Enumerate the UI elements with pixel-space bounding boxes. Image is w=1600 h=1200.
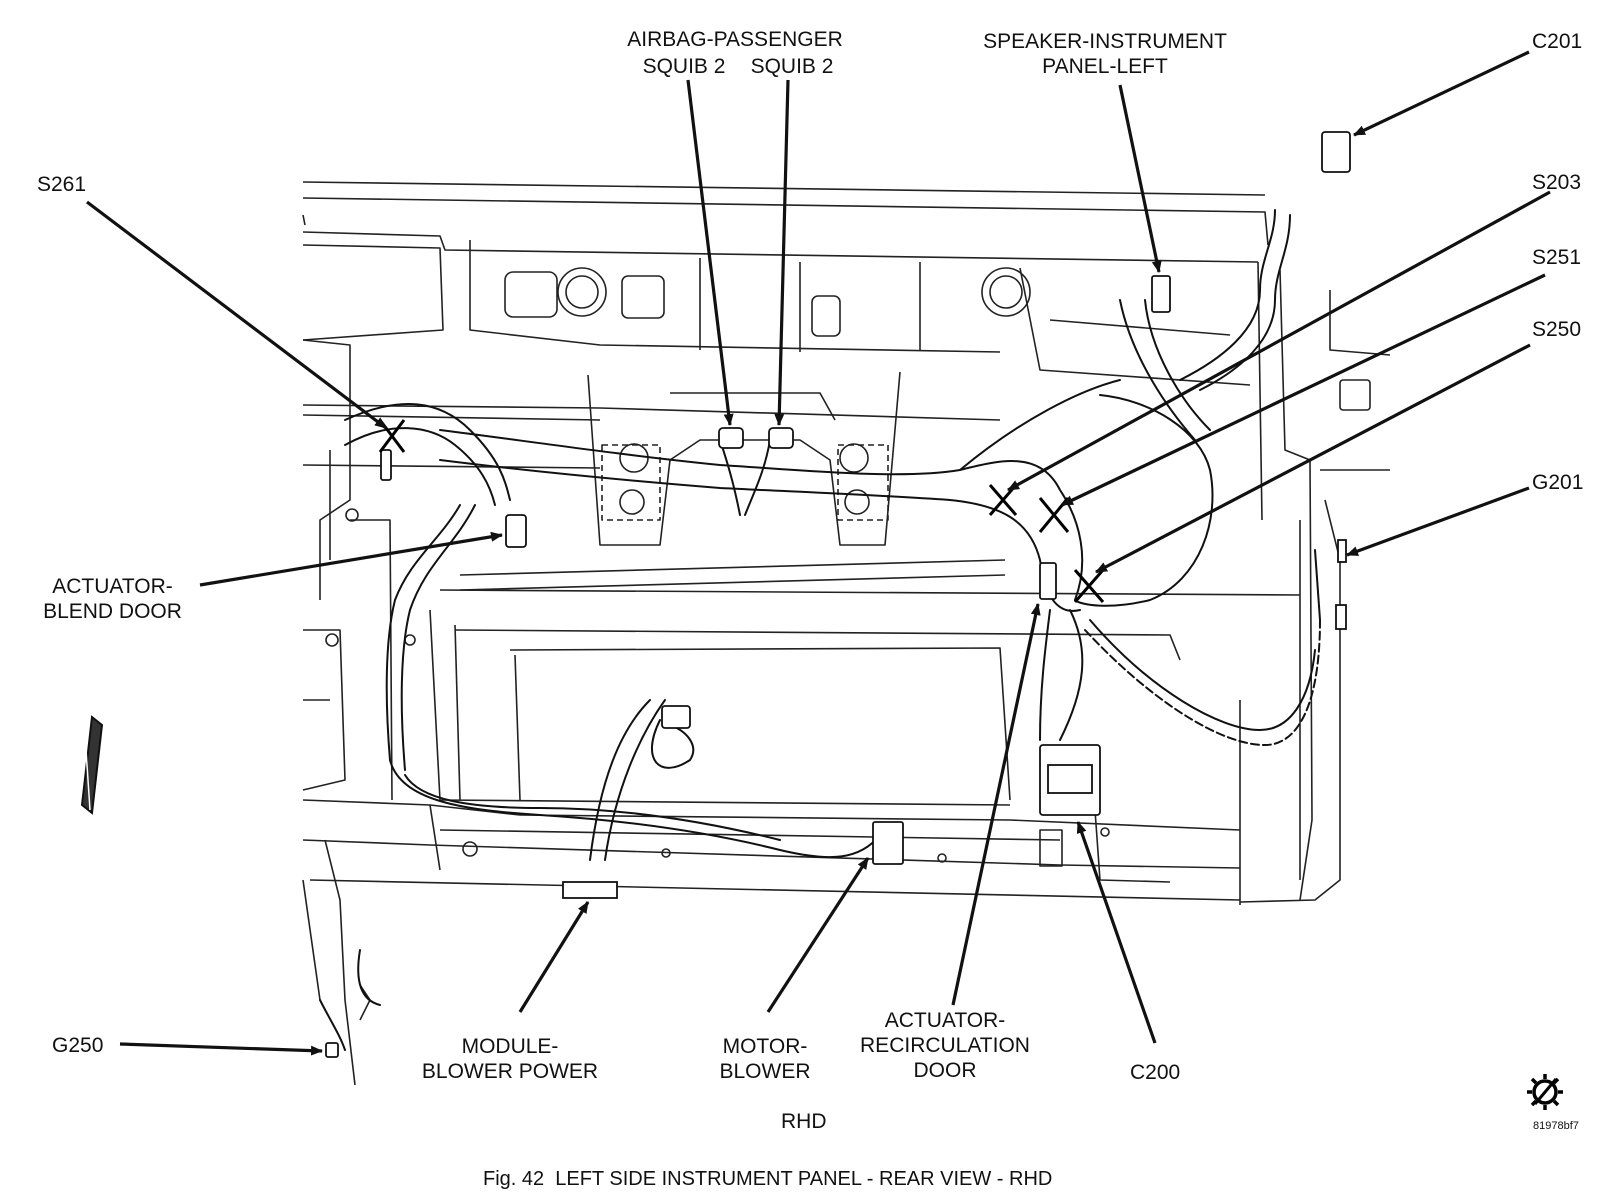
label-squib2-left: SQUIB 2 bbox=[642, 55, 726, 78]
label-actuator-blend-door: ACTUATOR- BLEND DOOR bbox=[43, 575, 182, 623]
arrow-motor-blower bbox=[766, 857, 870, 1013]
figure-caption: Fig. 42 LEFT SIDE INSTRUMENT PANEL - REA… bbox=[483, 1168, 1053, 1190]
label-g250: G250 bbox=[52, 1034, 104, 1057]
vent-piece bbox=[80, 715, 104, 815]
label-s251: S251 bbox=[1532, 246, 1582, 269]
label-speaker-instrument-panel-left: SPEAKER-INSTRUMENT PANEL-LEFT bbox=[983, 30, 1227, 78]
label-c200: C200 bbox=[1130, 1061, 1181, 1084]
arrow-squib2-right bbox=[774, 79, 790, 426]
label-module-blower-power: MODULE- BLOWER POWER bbox=[421, 1035, 599, 1083]
panel-structure bbox=[302, 181, 1391, 1086]
arrow-actuator-blend-door bbox=[199, 531, 503, 587]
leader-arrows bbox=[86, 50, 1551, 1056]
arrow-module-blower-power bbox=[518, 901, 590, 1013]
label-s250: S250 bbox=[1532, 318, 1582, 341]
gear-slash-icon bbox=[1527, 1074, 1563, 1110]
arrow-s261 bbox=[86, 200, 387, 430]
label-motor-blower: MOTOR- BLOWER bbox=[719, 1035, 811, 1083]
label-c201: C201 bbox=[1532, 30, 1583, 53]
splice-x-s250 bbox=[1073, 569, 1105, 603]
label-g201: G201 bbox=[1532, 471, 1584, 494]
arrow-speaker bbox=[1118, 84, 1162, 273]
arrow-c200 bbox=[1076, 821, 1157, 1044]
label-actuator-recirculation-door: ACTUATOR- RECIRCULATION DOOR bbox=[860, 1009, 1030, 1082]
connectors bbox=[325, 131, 1351, 1058]
label-squib2-right: SQUIB 2 bbox=[750, 55, 834, 78]
label-rhd: RHD bbox=[781, 1110, 827, 1133]
figure-id: 81978bf7 bbox=[1533, 1120, 1579, 1132]
arrow-s203 bbox=[1007, 190, 1551, 492]
wiring-harness bbox=[319, 209, 1321, 1051]
arrow-g201 bbox=[1346, 486, 1530, 557]
arrow-g250 bbox=[119, 1042, 323, 1056]
arrow-squib2-left bbox=[686, 79, 734, 426]
label-s203: S203 bbox=[1532, 171, 1582, 194]
label-airbag-passenger: AIRBAG-PASSENGER bbox=[627, 28, 843, 51]
arrow-c201 bbox=[1353, 50, 1530, 137]
arrow-s250 bbox=[1095, 343, 1531, 574]
label-s261: S261 bbox=[37, 173, 87, 196]
arrow-s251 bbox=[1061, 273, 1546, 507]
arrow-actuator-recirculation-door bbox=[951, 603, 1041, 1006]
